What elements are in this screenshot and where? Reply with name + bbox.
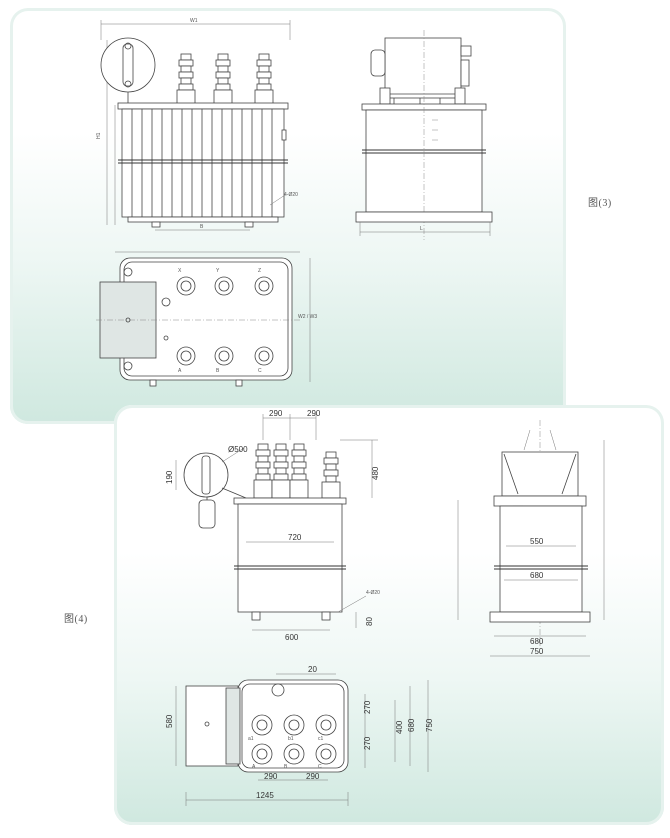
fig4-dim-680-base: 680 — [530, 637, 544, 646]
fig4-dim-80: 80 — [365, 617, 374, 626]
fig4-dim-680-upper: 680 — [530, 571, 544, 580]
fig4-dim-290-b: 290 — [307, 409, 321, 418]
fig4-plan-view: 20 a1 b1 c1 A B C 270 270 400 680 750 58… — [165, 665, 434, 806]
fig3-side-conservator — [384, 37, 462, 99]
fig3-ground-note: 4-Ø20 — [284, 192, 298, 198]
fig4-plan-label-A: A — [252, 764, 256, 770]
figure-3-caption: 图(3) — [588, 198, 612, 209]
fig4-dim-750: 750 — [530, 647, 544, 656]
fig4-dim-720: 720 — [288, 533, 302, 542]
fig4-dim-190: 190 — [165, 470, 174, 484]
fig4-plan-label-C: C — [318, 764, 322, 770]
fig4-plan-dim-290-b: 290 — [306, 772, 320, 781]
fig3-height-label: H1 — [96, 132, 102, 139]
fig3-front-view: W1 H1 — [96, 18, 298, 231]
fig3-top-side-dim: W2 / W3 — [298, 314, 317, 320]
fig4-plan-label-c1: c1 — [318, 736, 324, 742]
fig3-bushing-3 — [254, 53, 274, 105]
fig3-base-width-label: B — [200, 224, 204, 230]
fig4-plan-dim-20: 20 — [308, 665, 317, 674]
fig3-width-label: W1 — [190, 18, 198, 24]
fig4-plan-dim-580: 580 — [165, 714, 174, 728]
fig4-plan-dim-1245: 1245 — [256, 791, 274, 800]
fig3-label-c: C — [258, 368, 262, 374]
fig4-dim-dia500: Ø500 — [228, 445, 248, 454]
fig4-dim-550: 550 — [530, 537, 544, 546]
fig4-tank-body — [237, 503, 343, 613]
fig3-side-length-label: L — [420, 226, 423, 232]
fig4-side-tank — [499, 505, 583, 613]
fig4-dim-480: 480 — [371, 466, 380, 480]
fig4-plan-dim-290-a: 290 — [264, 772, 278, 781]
fig4-dim-290-a: 290 — [269, 409, 283, 418]
fig4-plan-dim-750: 750 — [425, 718, 434, 732]
fig3-label-b: B — [216, 368, 220, 374]
fig4-bushings — [253, 443, 341, 499]
fig3-bushing-2 — [213, 53, 233, 105]
fig4-front-view: 290 290 480 Ø500 190 — [165, 409, 380, 642]
fig3-plan-view: W2 / W3 X Y Z A B C — [96, 251, 317, 387]
fig3-plan-lv-bushings — [176, 346, 274, 366]
fig3-label-x: X — [178, 268, 182, 274]
fig3-bushing-1 — [176, 53, 196, 105]
fig3-label-z: Z — [258, 268, 261, 274]
fig4-plan-dim-400: 400 — [395, 720, 404, 734]
fig4-ground-note: 4-Ø20 — [366, 590, 380, 596]
fig3-label-y: Y — [216, 268, 220, 274]
fig4-side-conservator — [501, 451, 579, 497]
fig3-plan-hv-bushings — [176, 276, 274, 296]
fig4-plan-dim-270-a: 270 — [363, 700, 372, 714]
fig4-plan-dim-680: 680 — [407, 718, 416, 732]
fig4-plan-label-a1: a1 — [248, 736, 254, 742]
fig4-plan-label-b1: b1 — [288, 736, 294, 742]
fig3-side-view: L — [355, 30, 493, 240]
fig4-side-view: 550 680 680 750 — [457, 420, 605, 657]
fig4-plan-bushings — [251, 714, 337, 765]
fig4-plan-label-B: B — [284, 764, 288, 770]
fig4-dim-600: 600 — [285, 633, 299, 642]
figure-4-caption: 图(4) — [64, 614, 88, 625]
fig3-label-a: A — [178, 368, 182, 374]
fig4-plan-dim-270-b: 270 — [363, 736, 372, 750]
